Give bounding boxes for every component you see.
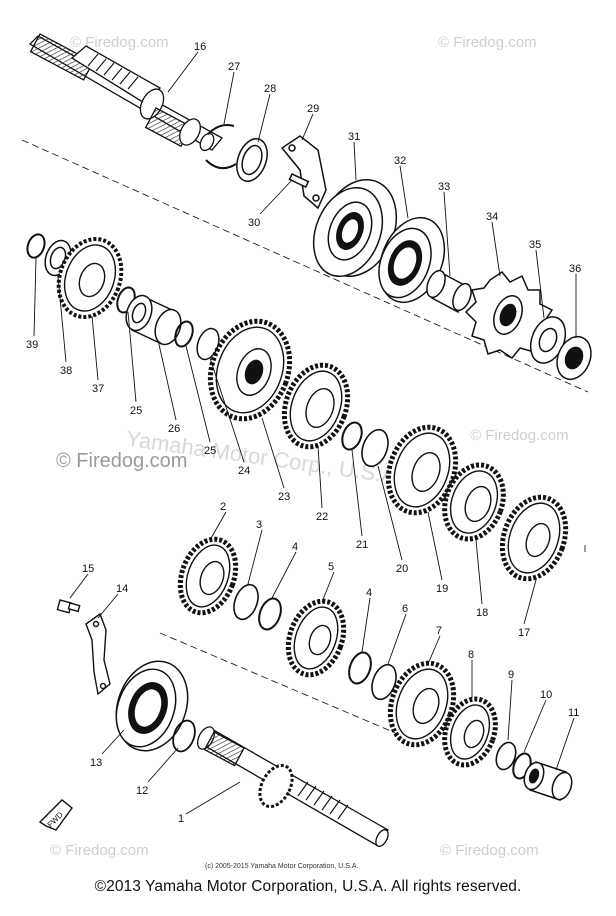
boundary-lines: [21, 139, 589, 741]
part-30-pin: [288, 173, 310, 189]
part-26-bushing: [125, 294, 182, 346]
callout-8: 8: [468, 649, 474, 661]
part-36-nut: [556, 335, 592, 381]
watermark-bottom-right: © Firedog.com: [440, 842, 539, 859]
callout-29: 29: [307, 103, 319, 115]
watermark-mid-right: © Firedog.com: [470, 427, 569, 444]
part-6-washer: [371, 663, 397, 701]
part-28-washer: [236, 138, 268, 182]
callout-22: 22: [316, 511, 328, 523]
callout-9: 9: [508, 669, 514, 681]
callout-6: 6: [402, 603, 408, 615]
fwd-arrow: FWD: [38, 799, 73, 831]
part-2-gear: [177, 536, 239, 616]
part-11-bushing: [523, 761, 573, 801]
part-20-washer: [361, 428, 389, 468]
part-23-gear: [207, 318, 293, 422]
callout-7: 7: [436, 625, 442, 637]
callout-33: 33: [438, 181, 450, 193]
leader-lines: [33, 51, 577, 815]
callout-25b: 25: [204, 445, 216, 457]
footer-copyright: ©2013 Yamaha Motor Corporation, U.S.A. A…: [94, 878, 522, 895]
callout-25a: 25: [130, 405, 142, 417]
callout-11: 11: [568, 707, 579, 719]
callout-2: 2: [220, 501, 226, 513]
part-21-circlip: [341, 421, 363, 451]
callout-10: 10: [540, 689, 552, 701]
lower-dashed-line-1: [159, 632, 413, 741]
callout-30: 30: [248, 217, 260, 229]
part-34-sprocket: [464, 270, 554, 360]
part-39-circlip: [26, 233, 46, 259]
part-13-bearing: [115, 660, 189, 752]
part-25-circlip-b: [174, 320, 194, 348]
callout-5: 5: [328, 561, 334, 573]
part-31-bearing: [312, 178, 398, 278]
part-35-lock-washer: [529, 316, 567, 364]
callout-32: 32: [394, 155, 406, 167]
callout-14: 14: [116, 583, 128, 595]
callout-34: 34: [486, 211, 498, 223]
part-8-gear: [442, 696, 498, 768]
callout-36: 36: [569, 263, 581, 275]
part-5-gear: [285, 598, 347, 678]
callout-4a: 4: [292, 541, 298, 553]
callout-23: 23: [278, 491, 290, 503]
watermark-bottom-left: © Firedog.com: [50, 842, 149, 859]
callout-35: 35: [529, 239, 541, 251]
callout-3: 3: [256, 519, 262, 531]
callout-16: 16: [194, 41, 206, 53]
callout-31: 31: [348, 131, 360, 143]
part-22-gear: [281, 362, 351, 450]
callout-18: 18: [476, 607, 488, 619]
callout-21: 21: [356, 539, 368, 551]
part-14-plate: [85, 612, 111, 696]
small-copyright: (c) 2005-2015 Yamaha Motor Corporation, …: [205, 863, 358, 870]
part-4-circlip-a: [258, 597, 282, 631]
watermark-top-right: © Firedog.com: [438, 34, 537, 51]
part-24-washer: [196, 327, 220, 361]
part-1-axle: [196, 726, 389, 847]
callout-39: 39: [26, 339, 38, 351]
callout-1: 1: [178, 813, 184, 825]
part-15-bolt: [56, 599, 81, 614]
callout-numbers: 16 27 28 29 30 31 32 33 34 35 36 39 38 3…: [26, 41, 581, 825]
part-27-circlip: [205, 124, 237, 170]
callout-38: 38: [60, 365, 72, 377]
part-18-gear: [442, 462, 506, 542]
callout-20: 20: [396, 563, 408, 575]
callout-37: 37: [92, 383, 104, 395]
part-12-circlip: [172, 719, 196, 753]
part-17-gear: [499, 494, 569, 582]
part-37-gear: [56, 237, 124, 319]
part-29-plate: [280, 135, 327, 210]
callout-28: 28: [264, 83, 276, 95]
callout-19: 19: [436, 583, 448, 595]
part-16-main-axle: [28, 33, 224, 152]
callout-12: 12: [136, 785, 148, 797]
callout-27: 27: [228, 61, 240, 73]
callout-4b: 4: [366, 587, 372, 599]
callout-26: 26: [168, 423, 180, 435]
callout-24: 24: [238, 465, 250, 477]
part-9-washer: [495, 741, 517, 771]
callout-17: 17: [518, 627, 530, 639]
part-3-washer: [233, 583, 259, 621]
callout-15: 15: [82, 563, 94, 575]
callout-13: 13: [90, 757, 102, 769]
watermark-center: © Firedog.com: [56, 450, 187, 472]
part-33-collar: [426, 269, 472, 314]
upper-dashed-line: [21, 139, 589, 393]
watermark-top-left: © Firedog.com: [70, 34, 169, 51]
part-4-circlip-b: [348, 651, 372, 685]
